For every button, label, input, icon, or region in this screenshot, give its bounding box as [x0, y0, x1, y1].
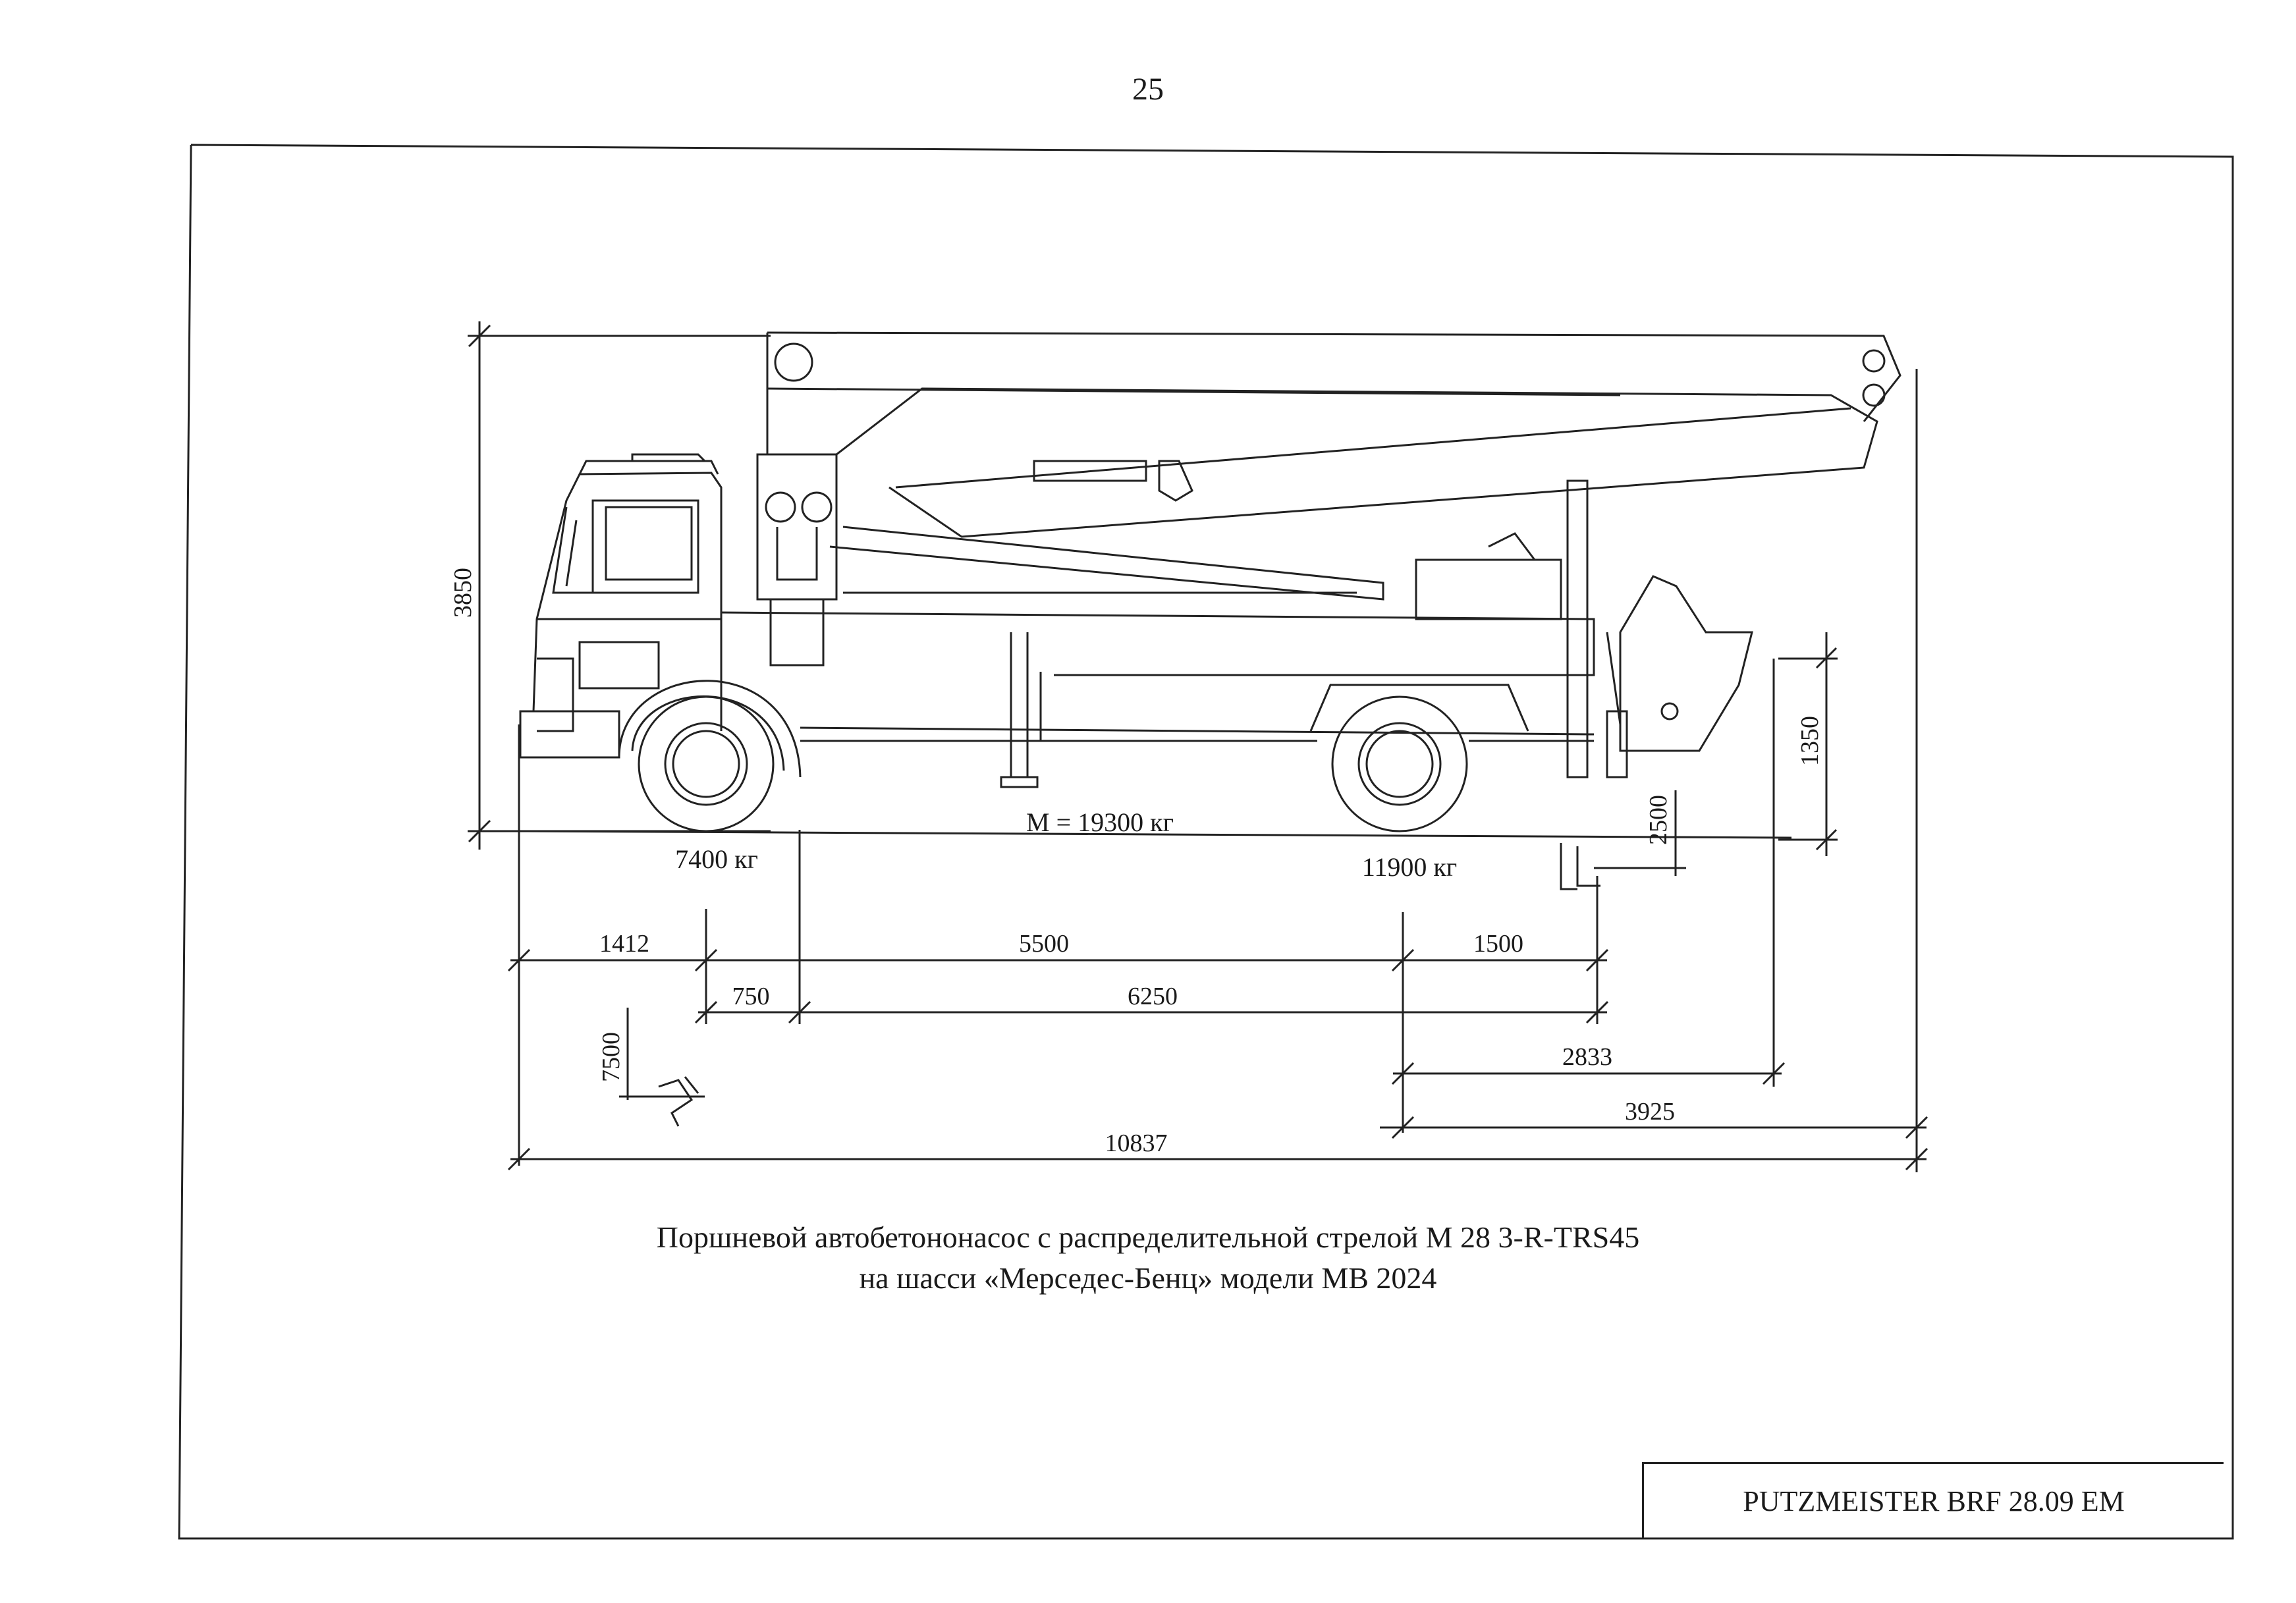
title-block: PUTZMEISTER BRF 28.09 EM: [1642, 1462, 2224, 1538]
dim-front-outrigger-width: 7500: [597, 1032, 625, 1082]
page-number: 25: [1132, 72, 1164, 107]
page-frame: [178, 144, 2234, 1540]
chassis-frame: [721, 479, 1595, 778]
dim-outrigger-height: 1350: [1796, 716, 1824, 766]
mass-front-axle: 7400 кг: [675, 844, 758, 874]
ground-line: [526, 830, 1792, 839]
dim-front-outrigger-offset: 750: [732, 983, 770, 1010]
dim-rear-length: 3925: [1625, 1098, 1675, 1126]
dim-front-overhang: 1412: [599, 930, 649, 958]
rear-wheel: [1309, 684, 1529, 832]
front-outrigger: [1000, 632, 1039, 788]
pump-housing: [1415, 532, 1562, 620]
dim-overall-length: 10837: [1105, 1129, 1168, 1157]
caption-line-1: Поршневой автобетононасос с распределите…: [656, 1220, 1640, 1254]
hopper: [1606, 575, 1753, 778]
dim-outrigger-depth: 2500: [1645, 795, 1672, 845]
mass-total: M = 19300 кг: [1026, 807, 1174, 837]
caption-line-2: на шасси «Мерседес-Бенц» модели МВ 2024: [859, 1261, 1437, 1295]
dim-height: 3850: [449, 568, 477, 618]
drawing-caption: Поршневой автобетононасос с распределите…: [0, 1217, 2296, 1299]
dim-outrigger-spread: 6250: [1128, 983, 1178, 1010]
dim-rear-outrigger-offset: 2833: [1562, 1043, 1612, 1071]
truck-cab: [519, 453, 723, 759]
front-wheel: [618, 680, 802, 832]
mass-rear-axle: 11900 кг: [1362, 852, 1457, 882]
boom-turret: [756, 453, 838, 666]
dim-wheelbase: 5500: [1019, 930, 1069, 958]
concrete-boom: [766, 331, 1901, 601]
dim-rear-overhang: 1500: [1473, 930, 1523, 958]
